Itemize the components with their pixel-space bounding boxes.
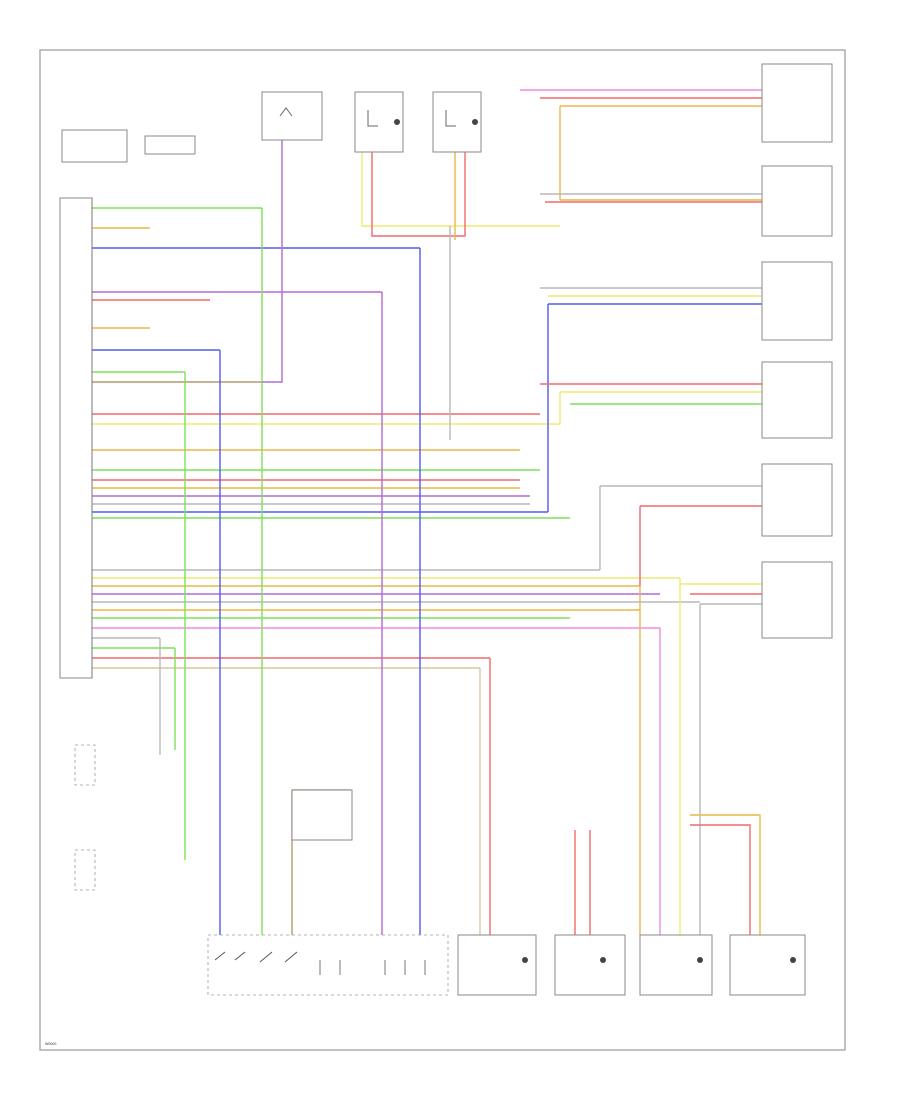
bottom-wire xyxy=(690,814,761,935)
wire-layer xyxy=(92,89,762,935)
harness-wire xyxy=(361,152,560,227)
left-rear-sensor-top xyxy=(354,91,404,153)
right-wire xyxy=(639,505,762,586)
fuse-box xyxy=(261,91,323,141)
right-wire xyxy=(559,105,762,200)
switch-symbol xyxy=(214,951,298,963)
diagram-frame xyxy=(39,49,846,1051)
footer-code: W0000 xyxy=(45,1042,56,1046)
legend-box xyxy=(144,135,196,155)
bottom-switch-panel xyxy=(207,789,449,996)
lower-left-connectors xyxy=(74,744,96,891)
right-rear-sensor-top xyxy=(432,91,482,153)
right-wire xyxy=(699,603,762,935)
sensor-motor-symbol xyxy=(367,110,378,127)
right-wire xyxy=(547,303,762,512)
fuse-wire xyxy=(262,140,283,383)
bottom-wire xyxy=(690,824,751,935)
instrument-cluster xyxy=(59,129,128,679)
right-wire xyxy=(559,391,762,424)
bottom-sensors xyxy=(457,934,806,996)
harness-wire xyxy=(371,152,466,237)
right-wire xyxy=(599,485,762,570)
right-components xyxy=(761,63,833,639)
